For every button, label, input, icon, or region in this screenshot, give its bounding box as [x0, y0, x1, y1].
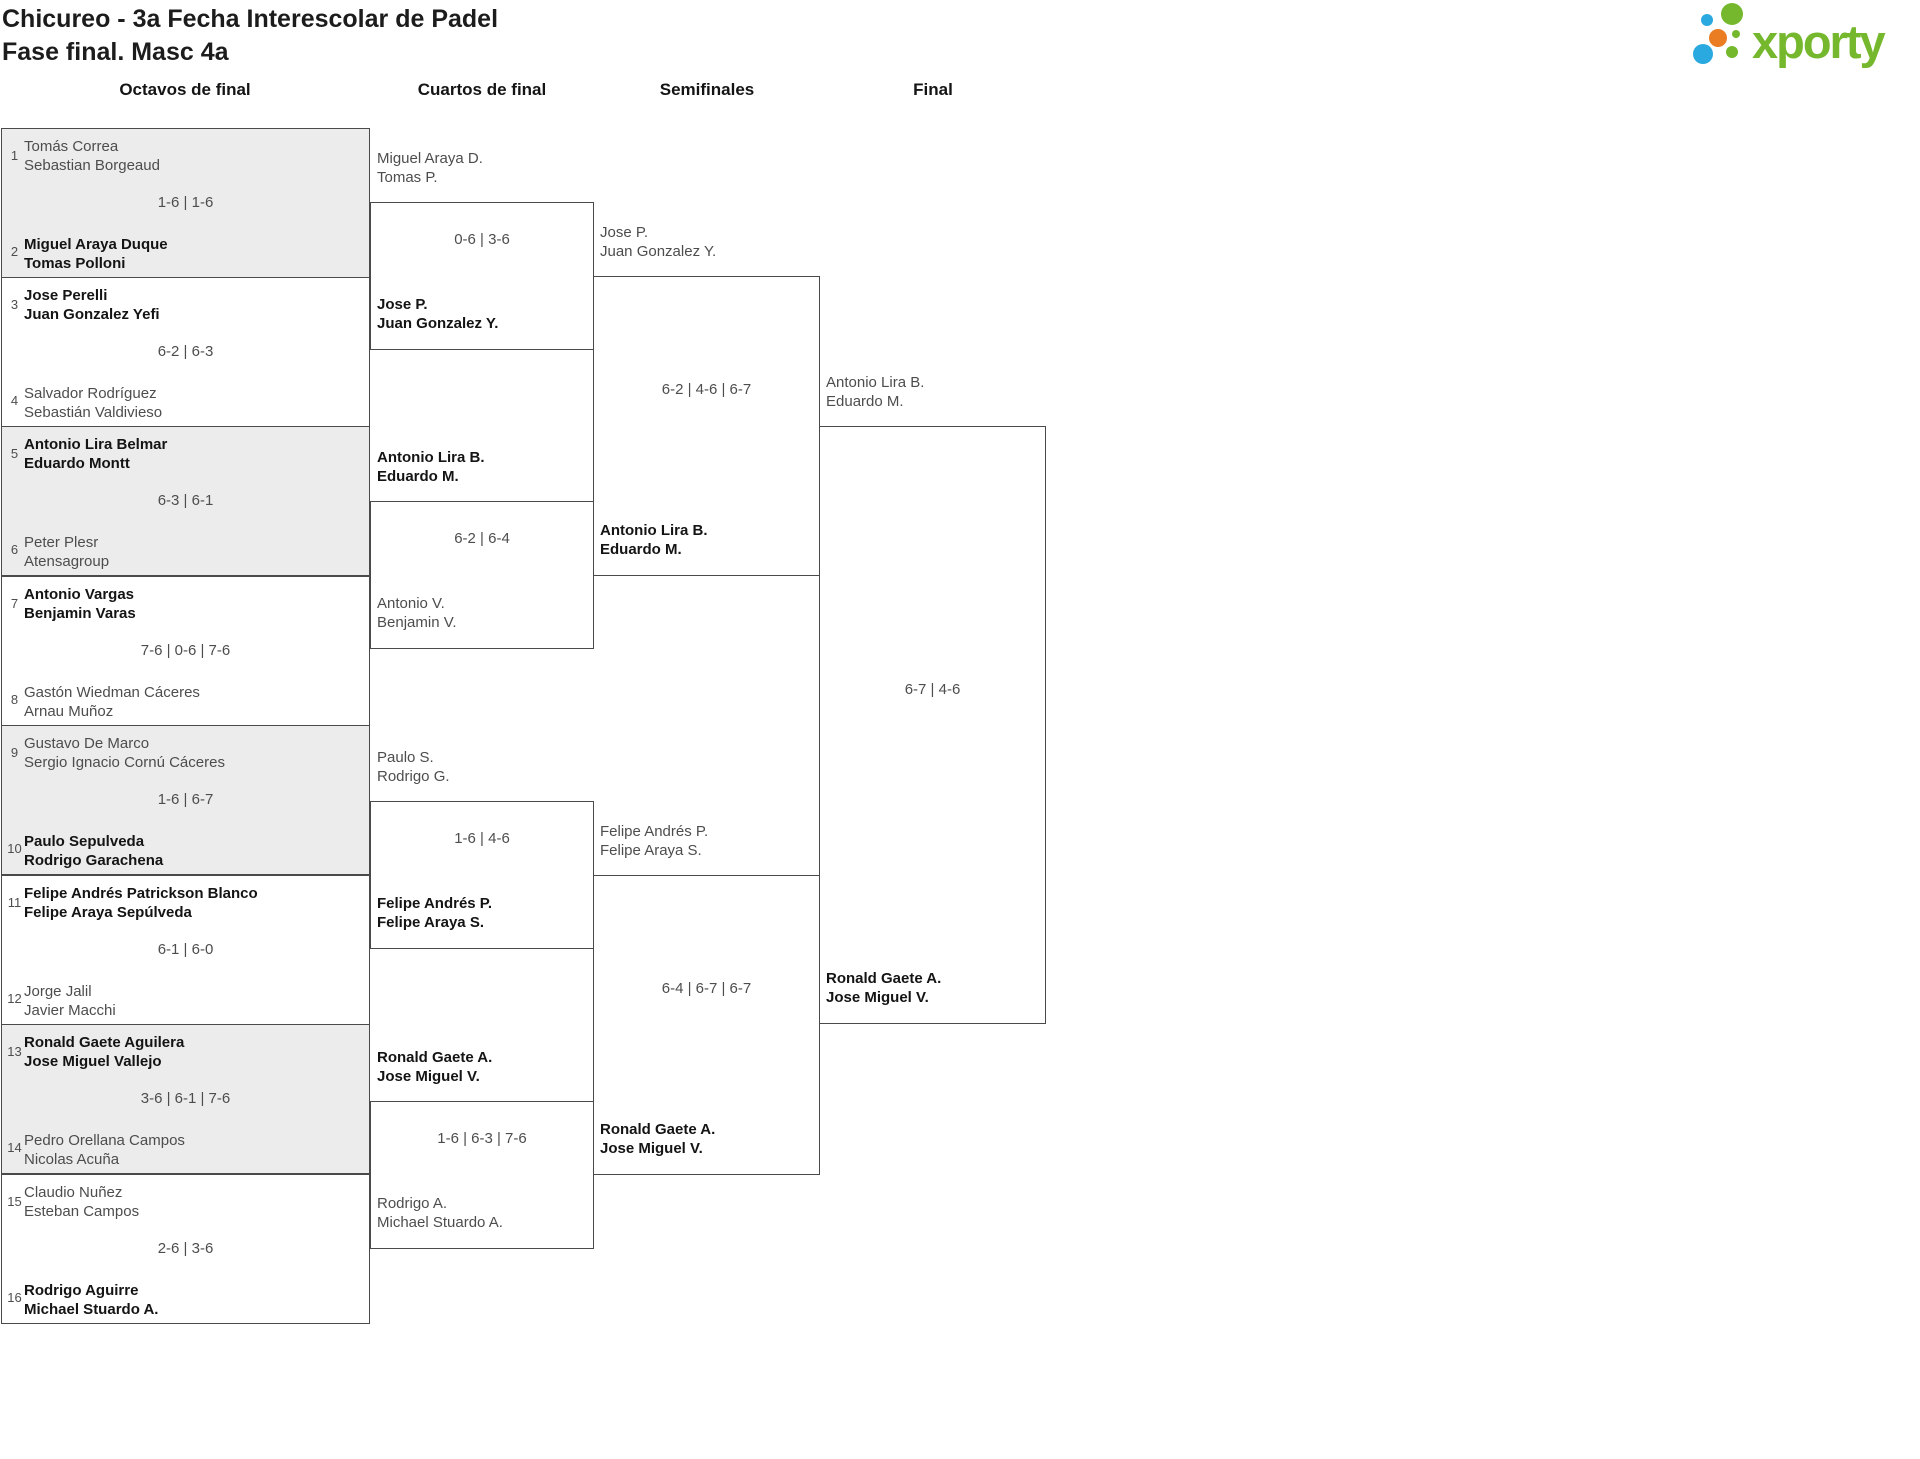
team-top: Antonio Lira B. Eduardo M. — [377, 449, 485, 485]
final-match[interactable]: Antonio Lira B. Eduardo M. 6-7 | 4-6 Ron… — [819, 374, 1046, 1024]
team-top: Antonio Lira B. Eduardo M. — [826, 374, 925, 410]
team-bottom: Paulo Sepulveda Rodrigo Garachena — [24, 833, 164, 869]
seed-number: 4 — [10, 393, 19, 408]
r16-match-2[interactable]: 3 Jose Perelli Juan Gonzalez Yefi 6-2 | … — [1, 277, 370, 427]
match-score: 6-1 | 6-0 — [157, 941, 214, 958]
team-top: Claudio Nuñez Esteban Campos — [24, 1184, 140, 1220]
category-subtitle: Fase final. Masc 4a — [2, 38, 229, 66]
team-bottom: Peter Plesr Atensagroup — [24, 534, 110, 570]
round-header-octavos: Octavos de final — [119, 80, 251, 99]
team-bottom: Antonio Lira B. Eduardo M. — [600, 522, 708, 558]
team-bottom: Salvador Rodríguez Sebastián Valdivieso — [24, 385, 163, 421]
qf-match-1[interactable]: Miguel Araya D. Tomas P. 0-6 | 3-6 Jose … — [370, 150, 594, 350]
team-bottom: Pedro Orellana Campos Nicolas Acuña — [24, 1132, 185, 1168]
team-bottom: Ronald Gaete A. Jose Miguel V. — [600, 1121, 716, 1157]
match-score: 6-7 | 4-6 — [904, 681, 961, 698]
sf-match-2[interactable]: Felipe Andrés P. Felipe Araya S. 6-4 | 6… — [593, 823, 820, 1175]
team-top: Felipe Andrés P. Felipe Araya S. — [600, 823, 709, 859]
match-score: 6-2 | 6-3 — [157, 343, 214, 360]
seed-number: 5 — [10, 446, 19, 461]
match-score: 1-6 | 6-3 | 7-6 — [437, 1130, 527, 1147]
team-top: Miguel Araya D. Tomas P. — [377, 150, 483, 186]
team-bottom: Jose P. Juan Gonzalez Y. — [377, 296, 499, 332]
xporty-logo[interactable]: xporty — [1680, 0, 1920, 80]
seed-number: 16 — [7, 1290, 22, 1305]
seed-number: 10 — [7, 841, 22, 856]
r16-match-8[interactable]: 15 Claudio Nuñez Esteban Campos 2-6 | 3-… — [1, 1174, 370, 1324]
team-top: Gustavo De Marco Sergio Ignacio Cornú Cá… — [24, 735, 225, 771]
match-score: 1-6 | 1-6 — [157, 194, 214, 211]
team-bottom: Gastón Wiedman Cáceres Arnau Muñoz — [24, 684, 200, 720]
team-top: Ronald Gaete A. Jose Miguel V. — [377, 1049, 493, 1085]
r16-match-5[interactable]: 9 Gustavo De Marco Sergio Ignacio Cornú … — [1, 725, 370, 875]
match-score: 2-6 | 3-6 — [157, 1240, 214, 1257]
team-bottom: Rodrigo Aguirre Michael Stuardo A. — [24, 1282, 159, 1318]
logo-wordmark: xporty — [1752, 15, 1886, 68]
match-score: 6-4 | 6-7 | 6-7 — [661, 980, 752, 997]
r16-match-7[interactable]: 13 Ronald Gaete Aguilera Jose Miguel Val… — [1, 1024, 370, 1174]
seed-number: 8 — [10, 692, 19, 707]
seed-number: 2 — [10, 244, 19, 259]
seed-number: 14 — [7, 1140, 22, 1155]
seed-number: 11 — [7, 895, 22, 910]
team-top: Antonio Vargas Benjamin Varas — [24, 586, 136, 622]
team-bottom: Rodrigo A. Michael Stuardo A. — [377, 1195, 503, 1231]
seed-number: 9 — [10, 745, 19, 760]
match-score: 6-2 | 4-6 | 6-7 — [661, 381, 752, 398]
team-top: Antonio Lira Belmar Eduardo Montt — [24, 436, 168, 472]
match-score: 0-6 | 3-6 — [454, 231, 510, 248]
team-top: Felipe Andrés Patrickson Blanco Felipe A… — [24, 885, 258, 921]
team-top: Paulo S. Rodrigo G. — [377, 749, 450, 785]
r16-match-6[interactable]: 11 Felipe Andrés Patrickson Blanco Felip… — [1, 875, 370, 1025]
match-score: 3-6 | 6-1 | 7-6 — [140, 1090, 231, 1107]
seed-number: 3 — [10, 297, 19, 312]
match-score: 1-6 | 6-7 — [157, 791, 214, 808]
team-top: Ronald Gaete Aguilera Jose Miguel Vallej… — [24, 1034, 185, 1070]
team-top: Tomás Correa Sebastian Borgeaud — [24, 138, 160, 174]
match-score: 6-3 | 6-1 — [157, 492, 214, 509]
qf-match-3[interactable]: Paulo S. Rodrigo G. 1-6 | 4-6 Felipe And… — [370, 749, 594, 949]
round-header-cuartos: Cuartos de final — [417, 80, 547, 99]
seed-number: 12 — [7, 991, 22, 1006]
round-header-final: Final — [913, 80, 953, 99]
team-top: Jose P. Juan Gonzalez Y. — [600, 224, 717, 260]
team-bottom: Antonio V. Benjamin V. — [377, 595, 457, 631]
match-score: 1-6 | 4-6 — [454, 830, 510, 847]
seed-number: 15 — [7, 1194, 22, 1209]
logo-dots-icon — [1693, 3, 1743, 64]
team-bottom: Ronald Gaete A. Jose Miguel V. — [826, 970, 942, 1006]
seed-number: 1 — [10, 148, 19, 163]
team-bottom: Felipe Andrés P. Felipe Araya S. — [377, 895, 493, 931]
seed-number: 13 — [7, 1044, 22, 1059]
team-bottom: Miguel Araya Duque Tomas Polloni — [24, 236, 168, 272]
r16-match-1[interactable]: 1 Tomás Correa Sebastian Borgeaud 1-6 | … — [1, 128, 370, 278]
sf-match-1[interactable]: Jose P. Juan Gonzalez Y. 6-2 | 4-6 | 6-7… — [593, 224, 820, 576]
round-header-semifinales: Semifinales — [659, 80, 755, 99]
qf-match-2[interactable]: Antonio Lira B. Eduardo M. 6-2 | 6-4 Ant… — [370, 449, 594, 649]
r16-match-4[interactable]: 7 Antonio Vargas Benjamin Varas 7-6 | 0-… — [1, 576, 370, 726]
r16-match-3[interactable]: 5 Antonio Lira Belmar Eduardo Montt 6-3 … — [1, 426, 370, 576]
seed-number: 6 — [10, 542, 19, 557]
team-bottom: Jorge Jalil Javier Macchi — [24, 983, 116, 1019]
match-score: 7-6 | 0-6 | 7-6 — [140, 642, 231, 659]
team-top: Jose Perelli Juan Gonzalez Yefi — [24, 287, 160, 323]
tournament-title-block: Chicureo - 3a Fecha Interescolar de Pade… — [2, 3, 498, 69]
match-score: 6-2 | 6-4 — [454, 530, 510, 547]
seed-number: 7 — [10, 596, 19, 611]
qf-match-4[interactable]: Ronald Gaete A. Jose Miguel V. 1-6 | 6-3… — [370, 1049, 594, 1249]
tournament-title: Chicureo - 3a Fecha Interescolar de Pade… — [2, 5, 499, 33]
